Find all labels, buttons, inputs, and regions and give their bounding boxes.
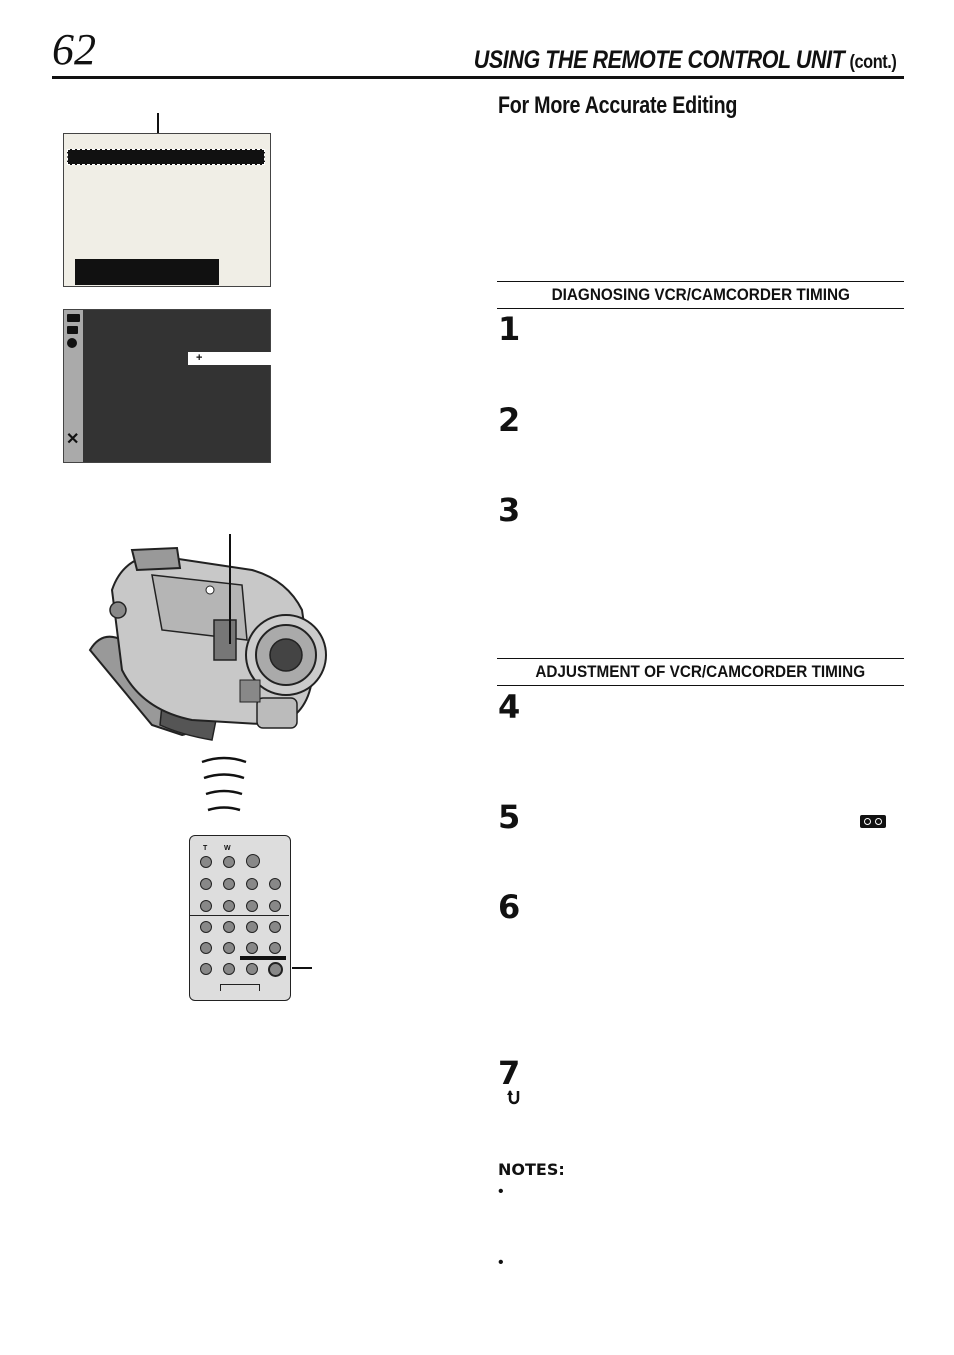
clock-menu-icon [67,338,77,348]
step-1-number: 1 [498,310,521,348]
remote-button [246,900,258,912]
remote-label-t: T [203,845,208,852]
cassette-icon [860,815,886,828]
step-7-number: 7 [498,1054,521,1092]
remote-button [223,921,235,933]
header-title: USING THE REMOTE CONTROL UNIT(cont.) [473,46,896,77]
subhead-diagnosing: DIAGNOSING VCR/CAMCORDER TIMING [497,281,904,309]
remote-black-bar [240,956,286,960]
menu-sidebar: ✕ [64,310,83,462]
step-5-number: 5 [498,798,521,836]
remote-target-button [268,962,283,977]
screen1-highlight-bar [67,149,265,165]
notes-label: NOTES: [498,1160,565,1179]
remote-button [223,878,235,890]
page-number: 62 [52,25,96,74]
section-title: For More Accurate Editing [498,92,738,119]
remote-button [200,963,212,975]
notes-bullet-2: • [498,1254,504,1271]
remote-button [269,900,281,912]
step-6-number: 6 [498,888,521,926]
remote-button [223,942,235,954]
remote-button [200,900,212,912]
remote-bottom-panel [220,984,260,991]
menu-screen: ✕ + [63,309,272,463]
step-2-number: 2 [498,401,521,439]
return-arrow-icon [506,1088,524,1110]
camcorder-illustration [88,546,327,741]
remote-button [269,942,281,954]
remote-button [246,878,258,890]
camcorder-leader-line [229,534,231,644]
subhead-adjustment-text: ADJUSTMENT OF VCR/CAMCORDER TIMING [535,662,866,681]
header-rule [52,76,904,79]
remote-button [200,921,212,933]
subhead-adjustment: ADJUSTMENT OF VCR/CAMCORDER TIMING [497,658,904,686]
camera-menu-icon [67,326,78,334]
step-3-number: 3 [498,491,521,529]
remote-button [223,963,235,975]
screen1-leader-line [157,113,159,149]
menu-highlighted-item: + [188,352,272,365]
step-4-number: 4 [498,688,521,726]
subhead-diagnosing-text: DIAGNOSING VCR/CAMCORDER TIMING [551,285,850,304]
header-title-text: USING THE REMOTE CONTROL UNIT [473,46,844,74]
remote-signal-waves-icon [201,756,247,812]
remote-button [246,921,258,933]
remote-button [246,854,260,868]
screen1-black-box [75,259,219,285]
remote-button [269,921,281,933]
close-icon: ✕ [66,431,80,448]
remote-control-illustration: T W [189,835,291,1001]
notes-bullet-1: • [498,1183,504,1200]
remote-button-leader-line [292,967,312,969]
remote-divider [190,915,289,916]
remote-button [269,878,281,890]
remote-button [223,900,235,912]
remote-button [223,856,235,868]
viewfinder-screen-1 [63,133,271,287]
remote-label-w: W [224,845,231,852]
header-title-suffix: (cont.) [849,52,896,73]
remote-button [246,942,258,954]
remote-button [200,942,212,954]
remote-button [246,963,258,975]
remote-button [200,856,212,868]
cassette-menu-icon [67,314,80,322]
remote-button [200,878,212,890]
